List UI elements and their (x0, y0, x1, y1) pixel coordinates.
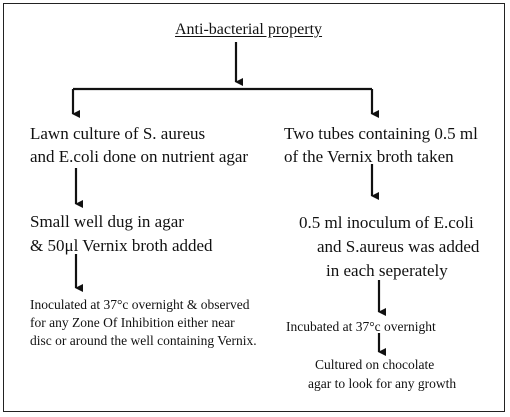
left-step3-line1: Inoculated at 37°c overnight & observed (30, 297, 250, 312)
right-step1-line1: Two tubes containing 0.5 ml (284, 124, 478, 143)
diagram-border (3, 3, 505, 412)
right-step1-line2: of the Vernix broth taken (284, 147, 454, 166)
right-step2-line2: and S.aureus was added (317, 237, 480, 256)
left-step2-line1: Small well dug in agar (30, 212, 184, 231)
left-step2-line2: & 50μl Vernix broth added (30, 236, 213, 255)
left-step3-line2: for any Zone Of Inhibition either near (30, 315, 235, 330)
right-step4-line2: agar to look for any growth (308, 376, 457, 391)
diagram-title: Anti-bacterial property (175, 21, 323, 38)
right-step2-line3: in each seperately (326, 261, 448, 280)
right-step2-line1: 0.5 ml inoculum of E.coli (299, 213, 474, 232)
left-step1-line1: Lawn culture of S. aureus (30, 124, 206, 143)
left-step3-line3: disc or around the well containing Verni… (30, 333, 257, 348)
right-step4-line1: Cultured on chocolate (315, 357, 435, 372)
left-step1-line2: and E.coli done on nutrient agar (30, 147, 249, 166)
right-step3: Incubated at 37°c overnight (286, 319, 436, 334)
